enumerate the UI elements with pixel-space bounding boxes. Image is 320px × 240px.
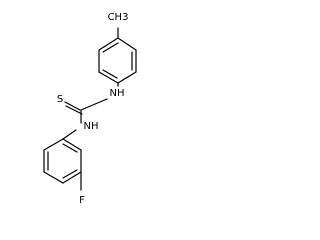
bond-nh-carbon: [80, 98, 108, 111]
ring-bond: [62, 138, 82, 151]
ring-double-bond: [102, 69, 118, 79]
ring-bond: [43, 171, 64, 184]
bond-nh-ring: [62, 129, 77, 140]
nh-upper-label: NH: [110, 88, 125, 99]
bond-cs-double: [64, 101, 81, 111]
ring-bond: [43, 138, 64, 151]
ring-double-bond: [62, 143, 78, 153]
sulfur-label: S: [57, 94, 63, 105]
ring-bond: [98, 37, 119, 51]
ring-bond: [117, 37, 137, 51]
chemical-structure-diagram: CH3 S NH NH F: [43, 12, 137, 206]
nh-lower-label: NH: [84, 121, 99, 132]
ring-bond: [98, 71, 119, 84]
fluorophenyl-ring: [43, 138, 82, 184]
p-tolyl-ring: [98, 27, 137, 84]
ring-double-bond: [62, 169, 78, 179]
methyl-label: CH3: [108, 12, 129, 23]
ring-bond: [62, 171, 82, 184]
fluorine-label: F: [79, 195, 85, 206]
ring-double-bond: [102, 42, 119, 53]
ring-bond: [117, 71, 137, 84]
bond-cs-double: [65, 105, 83, 115]
